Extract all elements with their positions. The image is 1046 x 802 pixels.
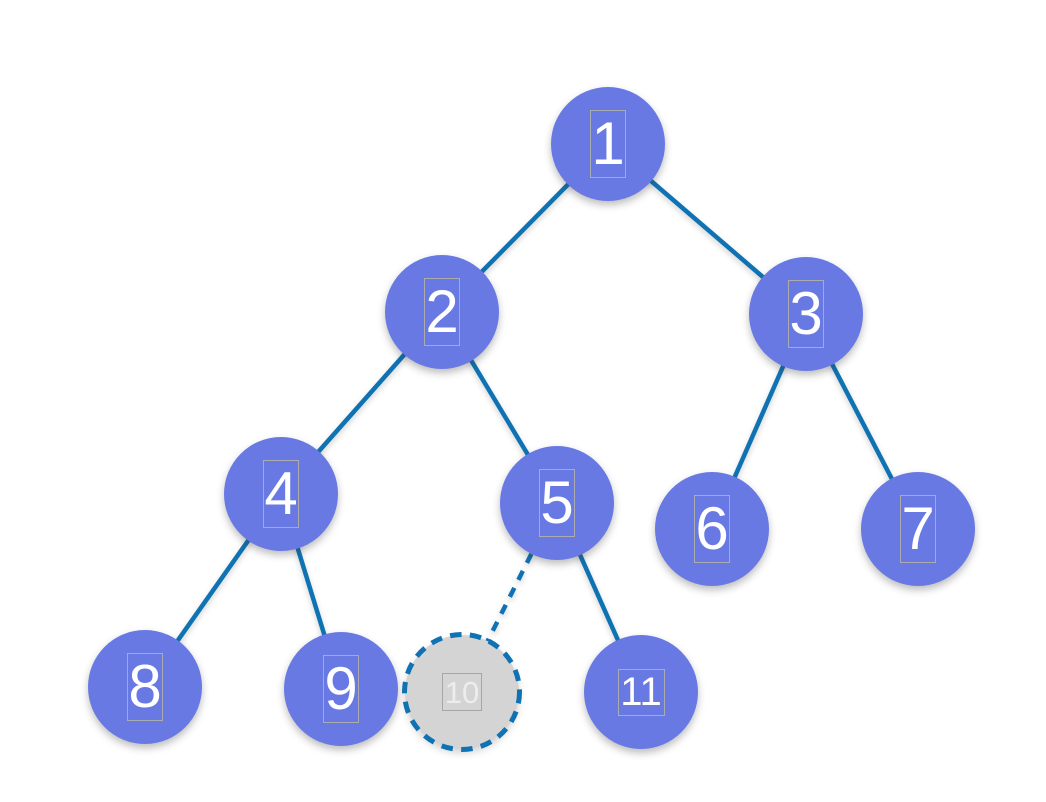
- tree-node-5: 5: [500, 446, 614, 560]
- tree-node-4: 4: [224, 437, 338, 551]
- tree-node-10: 10: [402, 632, 522, 752]
- tree-node-8: 8: [88, 630, 202, 744]
- node-label-3: 3: [788, 280, 824, 348]
- tree-node-2: 2: [385, 255, 499, 369]
- tree-node-1: 1: [551, 87, 665, 201]
- node-label-5: 5: [539, 469, 575, 537]
- tree-node-7: 7: [861, 472, 975, 586]
- node-label-2: 2: [424, 278, 460, 346]
- node-label-7: 7: [900, 495, 936, 563]
- node-label-4: 4: [263, 460, 299, 528]
- tree-node-6: 6: [655, 472, 769, 586]
- tree-node-9: 9: [284, 632, 398, 746]
- node-label-6: 6: [694, 495, 730, 563]
- tree-node-11: 11: [584, 635, 698, 749]
- node-label-10: 10: [442, 673, 482, 711]
- node-label-9: 9: [323, 655, 359, 723]
- node-label-1: 1: [590, 110, 626, 178]
- node-label-8: 8: [127, 653, 163, 721]
- tree-node-3: 3: [749, 257, 863, 371]
- node-label-11: 11: [617, 668, 665, 716]
